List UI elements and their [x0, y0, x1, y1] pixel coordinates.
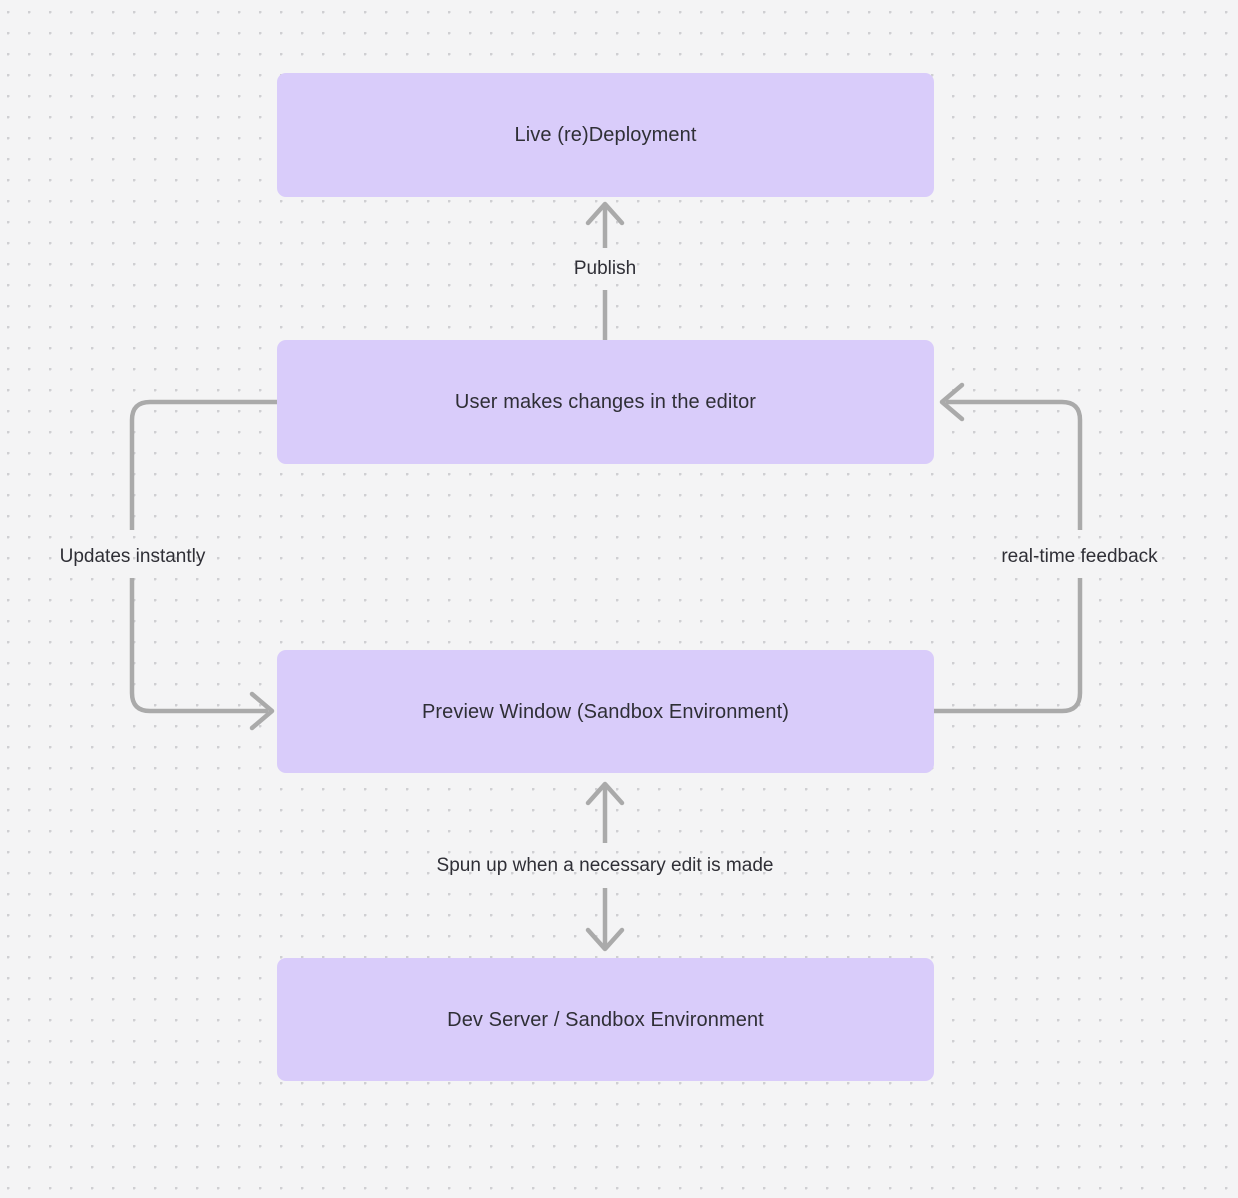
node-user-makes-changes[interactable]: User makes changes in the editor [277, 340, 934, 464]
node-live-redeployment-label: Live (re)Deployment [514, 124, 697, 146]
edge-label-real-time-feedback: real-time feedback [1001, 546, 1158, 567]
edge-label-spun-up: Spun up when a necessary edit is made [436, 855, 774, 876]
edge-label-publish: Publish [573, 258, 637, 279]
node-user-makes-changes-label: User makes changes in the editor [454, 391, 757, 413]
node-dev-server[interactable]: Dev Server / Sandbox Environment [277, 958, 934, 1081]
edge-label-updates-instantly: Updates instantly [59, 546, 206, 567]
node-preview-window-label: Preview Window (Sandbox Environment) [421, 700, 790, 723]
node-preview-window[interactable]: Preview Window (Sandbox Environment) [277, 650, 934, 773]
node-live-redeployment[interactable]: Live (re)Deployment [277, 73, 934, 197]
node-dev-server-label: Dev Server / Sandbox Environment [447, 1008, 764, 1031]
